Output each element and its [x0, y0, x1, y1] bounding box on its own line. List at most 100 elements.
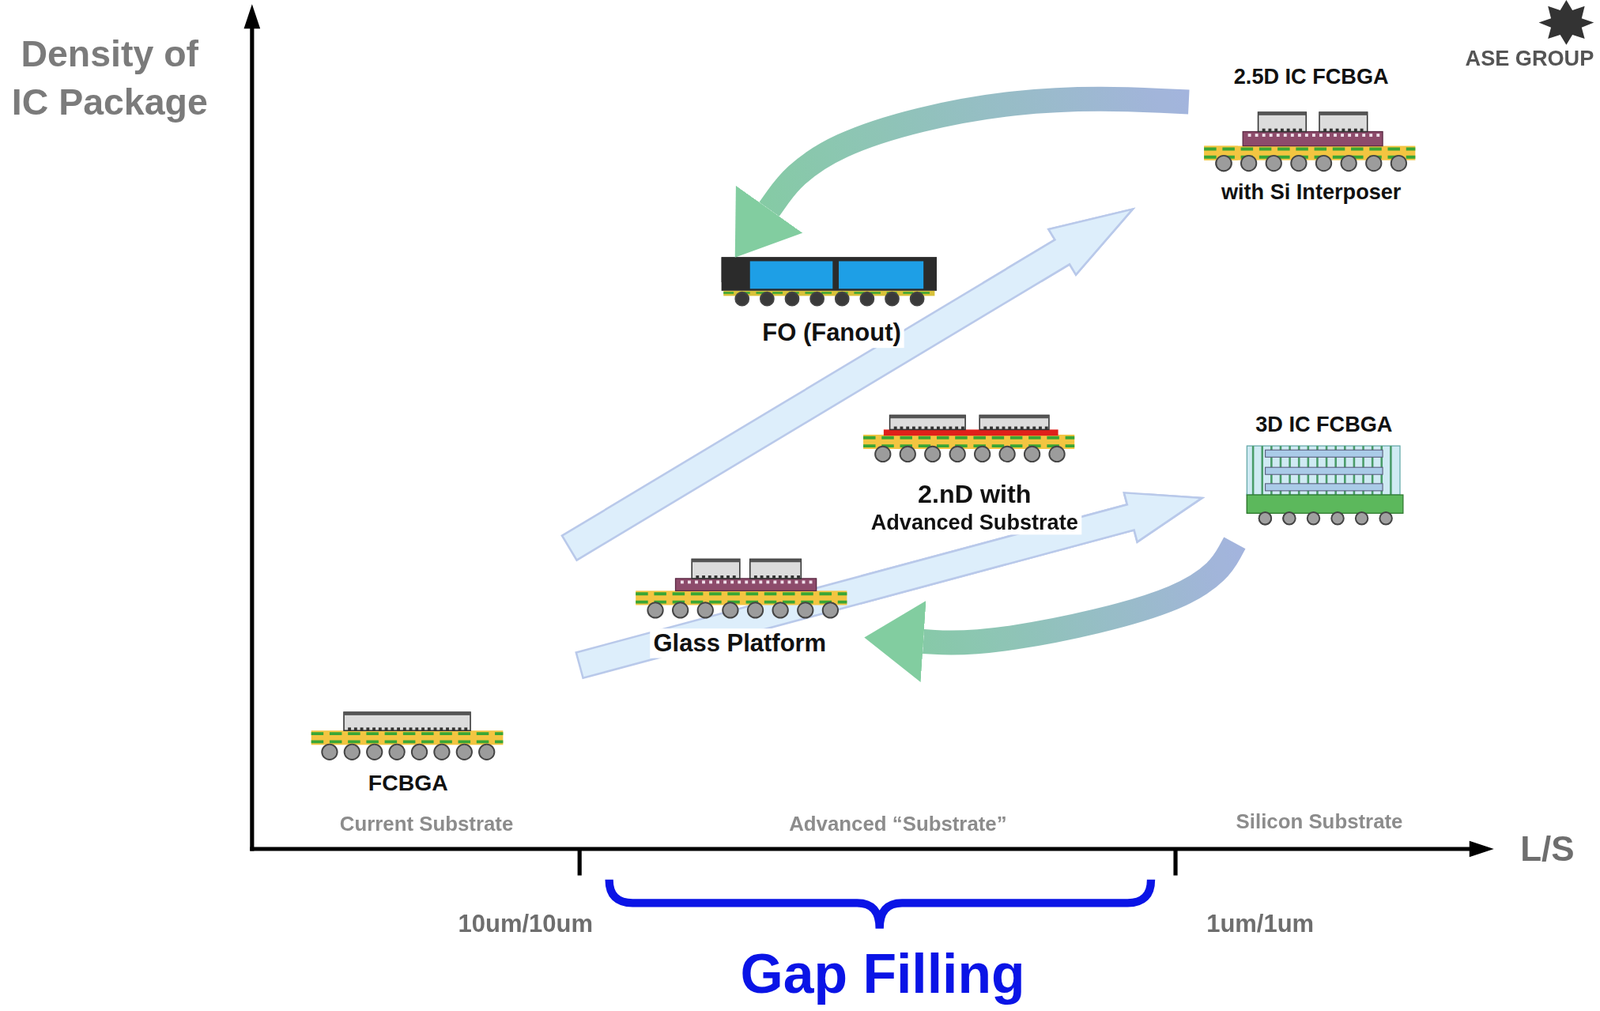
die — [979, 415, 1050, 430]
via — [744, 580, 748, 584]
substrate-trace — [1203, 147, 1416, 151]
solder-ball — [835, 292, 850, 306]
axis-arrowhead — [244, 3, 261, 29]
micro-bump — [1007, 426, 1012, 431]
micro-bump — [912, 426, 916, 431]
via — [687, 580, 691, 584]
stack-die — [1265, 467, 1383, 475]
solder-ball — [1307, 512, 1320, 525]
micro-bump — [1014, 426, 1018, 431]
via — [1298, 133, 1302, 137]
solder-ball — [900, 446, 916, 462]
micro-bump — [720, 575, 724, 579]
package-drawings — [311, 112, 1416, 760]
axis-label: Silicon Substrate — [1236, 809, 1404, 834]
axis-label: Density of IC Package — [4, 30, 215, 127]
via — [1369, 133, 1373, 137]
solder-ball — [672, 602, 688, 618]
micro-bump — [943, 426, 947, 431]
package-node: FCBGA — [295, 709, 521, 798]
solder-ball — [1266, 155, 1282, 171]
via — [1248, 133, 1252, 137]
rdl-trace — [723, 291, 935, 295]
micro-bump — [714, 575, 718, 579]
package-node: 2.5D IC FCBGAwith Si Interposer — [1188, 63, 1434, 205]
solder-ball — [433, 744, 450, 760]
package-label: 2.nD with — [914, 478, 1034, 510]
substrate-trace — [311, 732, 504, 736]
substrate-trace — [863, 436, 1075, 440]
stack-die — [1265, 449, 1383, 457]
package-label: FO (Fanout) — [758, 318, 904, 348]
solder-ball — [747, 602, 763, 618]
range-caption: Gap Filling — [739, 940, 1025, 1008]
solder-ball — [344, 744, 360, 760]
solder-ball — [366, 744, 382, 760]
die-top — [1258, 112, 1307, 116]
solder-ball — [1391, 155, 1407, 171]
micro-bump — [954, 426, 959, 431]
micro-bump — [930, 426, 934, 431]
via — [1362, 133, 1366, 137]
trend-curve-arrow — [923, 543, 1235, 643]
micro-bump — [366, 727, 370, 731]
package-node: Glass Platform — [611, 555, 868, 658]
via — [780, 580, 784, 584]
via — [773, 580, 777, 584]
substrate-trace — [635, 600, 847, 604]
micro-bump — [989, 426, 993, 431]
via — [1276, 133, 1280, 137]
solder-ball — [822, 602, 838, 618]
die — [838, 260, 924, 289]
stack — [1246, 445, 1400, 495]
micro-bump — [1038, 426, 1042, 431]
micro-bump — [796, 575, 800, 579]
solder-ball — [1331, 512, 1344, 525]
die-top — [343, 712, 471, 716]
die-top — [750, 558, 802, 563]
via — [1326, 133, 1330, 137]
micro-bump — [415, 727, 419, 731]
via — [723, 580, 727, 584]
package-label: Advanced Substrate — [867, 509, 1082, 536]
micro-bump — [1298, 128, 1302, 133]
redistribution-layer — [883, 429, 1059, 436]
solder-ball — [411, 744, 427, 760]
via — [1312, 133, 1316, 137]
solder-ball — [698, 602, 714, 618]
solder-ball — [321, 744, 337, 760]
interposer — [1242, 132, 1383, 147]
micro-bump — [708, 575, 712, 579]
micro-bump — [695, 575, 699, 579]
die — [1319, 112, 1368, 133]
axis-label: Advanced “Substrate” — [788, 811, 1007, 836]
micro-bump — [439, 727, 443, 731]
micro-bump — [421, 727, 425, 731]
micro-bump — [918, 426, 922, 431]
axis-label: 10um/10um — [458, 909, 593, 939]
micro-bump — [778, 575, 782, 579]
via — [1376, 133, 1380, 137]
micro-bump — [1360, 128, 1364, 133]
micro-bump — [1323, 128, 1327, 133]
via — [694, 580, 699, 584]
via — [1262, 133, 1266, 137]
via — [1340, 133, 1344, 137]
micro-bump — [936, 426, 940, 431]
y-axis — [249, 20, 254, 852]
micro-bump — [772, 575, 776, 579]
package-node: 2.nD withAdvanced Substrate — [846, 413, 1102, 536]
via — [1354, 133, 1359, 137]
micro-bump — [403, 727, 407, 731]
solder-ball — [479, 744, 495, 760]
package-label: Glass Platform — [650, 628, 830, 658]
via — [809, 580, 813, 584]
axis-tick — [577, 849, 582, 876]
via — [716, 580, 720, 584]
package-label: with Si Interposer — [1218, 178, 1404, 205]
solder-ball — [1024, 446, 1040, 462]
micro-bump — [372, 727, 376, 731]
